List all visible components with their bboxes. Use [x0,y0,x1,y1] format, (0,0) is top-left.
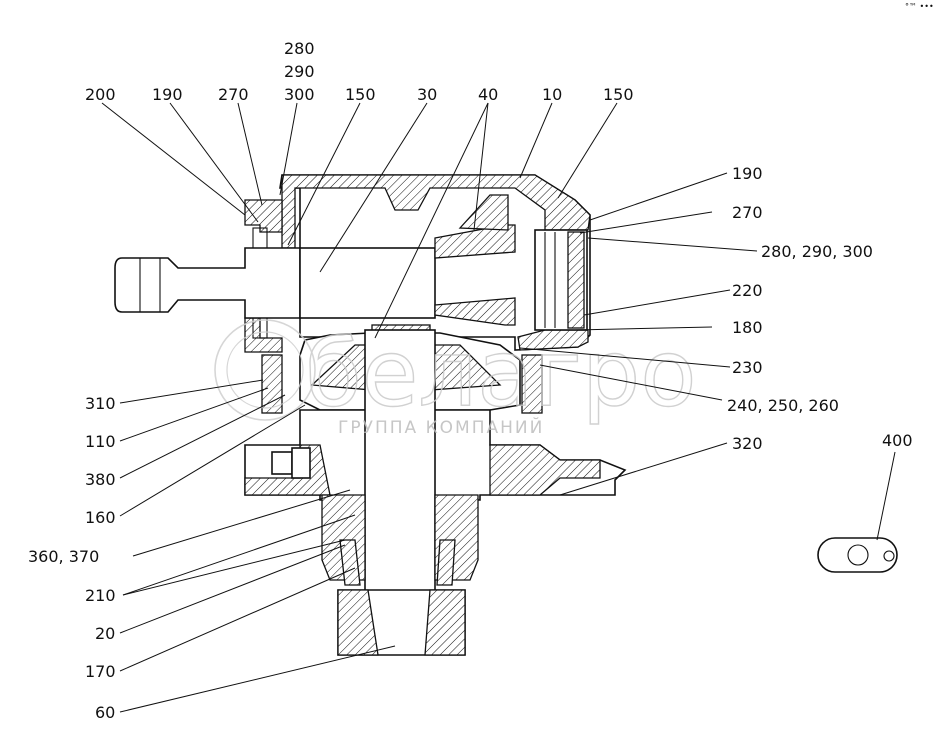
label-160: 160 [85,508,116,527]
label-310: 310 [85,394,116,413]
label-300-top: 300 [284,85,315,104]
label-60: 60 [95,703,115,722]
label-200: 200 [85,85,116,104]
label-220: 220 [732,281,763,300]
watermark: белагро ГРУППА КОМПАНИЙ [214,319,697,438]
label-380: 380 [85,470,116,489]
label-280-top: 280 [284,39,315,58]
label-210: 210 [85,586,116,605]
label-170: 170 [85,662,116,681]
label-360-370: 360, 370 [28,547,99,566]
label-150-right: 150 [603,85,634,104]
label-280-290-300-right: 280, 290, 300 [761,242,873,261]
label-270-right: 270 [732,203,763,222]
leader-lines [101,102,896,713]
watermark-logo: белагро [305,320,697,427]
corner-mark: °™ ••• [905,2,934,11]
label-240-250-260: 240, 250, 260 [727,396,839,415]
label-20: 20 [95,624,115,643]
label-150-left: 150 [345,85,376,104]
label-190-top: 190 [152,85,183,104]
label-320: 320 [732,434,763,453]
watermark-subtitle: ГРУППА КОМПАНИЙ [338,416,544,438]
label-270-top: 270 [218,85,249,104]
part-labels: 200 190 270 280 290 300 150 30 40 10 150… [28,39,913,722]
label-30: 30 [417,85,437,104]
gearbox-section-view [114,174,898,656]
label-40: 40 [478,85,498,104]
label-190-right: 190 [732,164,763,183]
label-230: 230 [732,358,763,377]
label-10: 10 [542,85,562,104]
label-400: 400 [882,431,913,450]
label-110: 110 [85,432,116,451]
label-290-top: 290 [284,62,315,81]
label-180: 180 [732,318,763,337]
